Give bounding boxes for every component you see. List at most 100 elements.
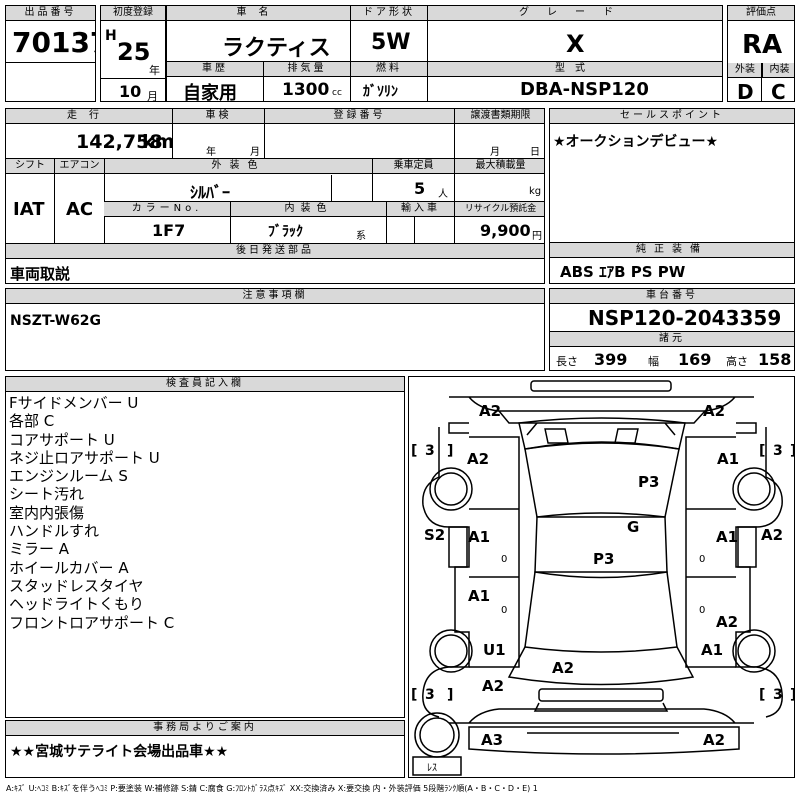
- recycle-label: リサイクル預託金: [454, 202, 544, 217]
- length: 399: [594, 350, 628, 369]
- history-box: 車歴 自家用: [166, 61, 264, 102]
- inspector-notes-box: 検査員記入欄 Fサイドメンバー U 各部 C コアサポート U ネジ止ロアサポー…: [5, 376, 405, 718]
- score-label: 評価点: [728, 6, 794, 21]
- registration-month: 10: [119, 82, 142, 101]
- spec-label: 諸元: [550, 332, 794, 347]
- exterior-grade: D: [737, 80, 754, 102]
- code-sill-right: A2: [761, 526, 783, 544]
- tire-rear-right-bracket: [: [759, 687, 765, 703]
- inspector-note: ホイールカバー A: [9, 558, 129, 577]
- code-bumper-right: A2: [703, 731, 725, 749]
- inspector-notes-list: Fサイドメンバー U 各部 C コアサポート U ネジ止ロアサポート U エンジ…: [9, 394, 174, 632]
- sales-point-box: セールスポイント ★オークションデビュー★: [549, 108, 795, 243]
- ac-label: エアコン: [54, 159, 104, 174]
- spare-tire-label: ﾚｽ: [427, 763, 437, 774]
- capacity-label: 乗車定員: [372, 159, 454, 174]
- door-label: ドア形状: [351, 6, 427, 21]
- code-rear-quarter-left: U1: [483, 641, 506, 659]
- tire-front-right-bracket: [: [759, 443, 765, 459]
- load-unit: kg: [529, 186, 542, 197]
- chassis-number: NSP120-2043359: [588, 306, 782, 330]
- inspector-note: シート汚れ: [9, 485, 85, 504]
- air-conditioner: AC: [66, 199, 94, 220]
- code-rear-left: A2: [482, 677, 504, 695]
- shift-label: シフト: [6, 159, 54, 174]
- capacity: 5: [414, 179, 426, 198]
- registration-year: 25: [117, 38, 151, 66]
- width: 169: [678, 350, 712, 369]
- inspector-note: 各部 C: [9, 412, 55, 431]
- model-label: 型式: [428, 62, 722, 77]
- grade-label: グレード: [428, 6, 722, 21]
- capacity-unit: 人: [438, 189, 448, 200]
- code-fender-right: A1: [717, 450, 739, 468]
- recycle-unit: 円: [532, 231, 542, 242]
- caution-text: NSZT-W62G: [10, 313, 102, 329]
- mileage: 142,758: [76, 131, 163, 153]
- inspector-note: 室内内張傷: [9, 503, 85, 522]
- tire-rear-left-bracket: [: [411, 687, 417, 703]
- code-rear-door-right: A2: [716, 613, 738, 631]
- inspection-month-unit: 月: [250, 147, 260, 158]
- registration-number-label: 登録番号: [264, 109, 454, 124]
- code-sill-left: S2: [424, 526, 445, 544]
- tire-rear-left-depth: 3: [425, 687, 435, 703]
- height-label: 高さ: [726, 355, 748, 368]
- inspector-note: フロントロアサポート C: [9, 613, 175, 632]
- damage-legend: A:ｷｽﾞ U:ﾍｺﾐ B:ｷｽﾞを伴うﾍｺﾐ P:要塗装 W:補修跡 S:錆 …: [6, 784, 538, 793]
- code-rear-quarter-right: A1: [701, 641, 723, 659]
- code-roof: P3: [593, 550, 614, 568]
- displacement-label: 排気量: [264, 62, 350, 77]
- office-notice-label: 事務局よりご案内: [6, 721, 404, 736]
- recycle-fee: 9,900: [480, 221, 531, 240]
- inspector-note: Fサイドメンバー U: [9, 394, 139, 412]
- displacement-unit: cc: [332, 88, 342, 98]
- chassis-label: 車台番号: [550, 289, 794, 304]
- code-front-right: A2: [703, 402, 725, 420]
- year-unit: 年: [149, 64, 160, 77]
- era-letter: H: [105, 28, 117, 44]
- width-label: 幅: [648, 355, 659, 368]
- color-number: 1F7: [152, 221, 186, 240]
- tire-front-right-depth: 3: [773, 443, 783, 459]
- inspector-note: エンジンルーム S: [9, 467, 128, 486]
- fuel-label: 燃料: [351, 62, 427, 77]
- car-name-box: 車名 ラクティス: [166, 5, 351, 62]
- caution-box: 注意事項欄 NSZT-W62G: [5, 288, 545, 371]
- import-label: 輸入車: [386, 202, 454, 217]
- score: RA: [742, 30, 783, 60]
- deadline-month-unit: 月: [490, 147, 500, 158]
- chassis-box: 車台番号 NSP120-2043359 諸元 長さ 399 幅 169 高さ 1…: [549, 288, 795, 371]
- code-roof-glass: G: [627, 518, 639, 536]
- interior-color-unit: 系: [356, 231, 366, 242]
- interior-grade: C: [771, 80, 786, 102]
- equipment-label: 純正装備: [550, 243, 794, 258]
- code-rear-door-left: A1: [468, 587, 490, 605]
- door-mark-1: 0: [501, 554, 507, 565]
- first-registration-box: 初度登録 H 25 年 10 月: [100, 5, 166, 102]
- code-front-door-right: A1: [716, 528, 738, 546]
- door-box: ドア形状 5W: [350, 5, 428, 62]
- car-diagram: A2 A2 A2 A1 P3 S2 A2 A1 A1 G P3 A1 A2 U1…: [411, 380, 795, 776]
- tire-rear-left-bracket-close: ]: [447, 687, 453, 703]
- sales-point-label: セールスポイント: [550, 109, 794, 124]
- mileage-label: 走行: [6, 109, 172, 124]
- details-box: 走行 車検 登録番号 譲渡書類期限 142,758 km 年 月 月 日 シフト…: [5, 108, 545, 284]
- sales-point: ★オークションデビュー★: [553, 134, 719, 150]
- inspection-label: 車検: [172, 109, 264, 124]
- max-load-label: 最大積載量: [454, 159, 544, 174]
- inspection-year-unit: 年: [206, 147, 216, 158]
- equipment-box: 純正装備 ABS ｴｱB PS PW: [549, 242, 795, 284]
- history-label: 車歴: [167, 62, 263, 77]
- month-unit: 月: [147, 90, 158, 102]
- car-name-label: 車名: [167, 6, 350, 21]
- equipment: ABS ｴｱB PS PW: [560, 263, 686, 281]
- tire-rear-right-depth: 3: [773, 687, 783, 703]
- exterior-color: ｼﾙﾊﾞｰ: [190, 183, 231, 202]
- interior-color-label: 内装色: [230, 202, 386, 217]
- door-mark-2: 0: [699, 554, 705, 565]
- height: 158: [758, 350, 792, 369]
- car-name: ラクティス: [222, 36, 331, 61]
- tire-front-right-bracket-close: ]: [790, 443, 795, 459]
- code-bumper-left: A3: [481, 731, 503, 749]
